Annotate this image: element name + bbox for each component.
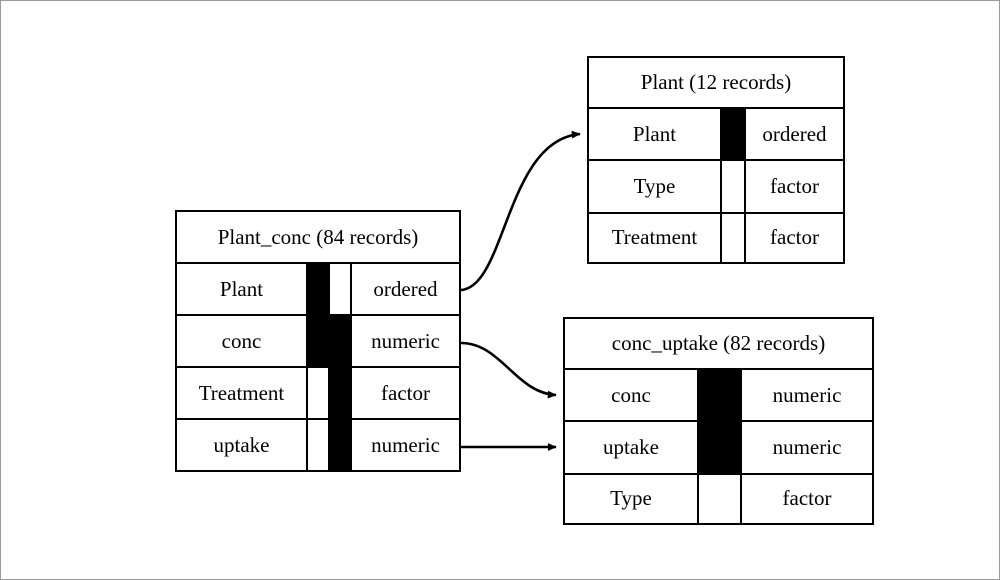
field-name: conc bbox=[221, 328, 262, 353]
key-segment-right bbox=[328, 420, 350, 470]
key-marker bbox=[306, 316, 350, 366]
key-marker bbox=[720, 109, 744, 160]
key-segment-left bbox=[306, 264, 328, 314]
field-type: numeric bbox=[740, 370, 872, 421]
key-marker bbox=[720, 161, 744, 212]
field-name: Plant bbox=[219, 276, 264, 301]
key-segment-right bbox=[328, 368, 350, 418]
key-segment-left bbox=[306, 316, 328, 366]
key-segment-left bbox=[720, 213, 744, 262]
key-segment-left bbox=[697, 422, 740, 473]
field-type: numeric bbox=[350, 420, 459, 470]
field-type: ordered bbox=[350, 264, 459, 314]
field-row-conc[interactable]: conc numeric bbox=[565, 370, 872, 423]
key-segment-left bbox=[697, 370, 740, 421]
key-segment-left bbox=[306, 420, 328, 470]
field-type: factor bbox=[744, 213, 843, 262]
entity-plant[interactable]: Plant (12 records) Plant ordered Type fa… bbox=[587, 56, 845, 264]
field-row-type[interactable]: Type factor bbox=[565, 474, 872, 523]
field-row-uptake[interactable]: uptake numeric bbox=[565, 422, 872, 475]
field-type: ordered bbox=[744, 109, 843, 160]
field-name: conc bbox=[611, 382, 651, 407]
field-row-type[interactable]: Type factor bbox=[589, 161, 843, 214]
key-marker bbox=[720, 213, 744, 262]
field-name: Type bbox=[610, 486, 652, 511]
field-row-plant[interactable]: Plant ordered bbox=[589, 109, 843, 162]
entity-title-conc-uptake: conc_uptake (82 records) bbox=[565, 319, 872, 371]
field-row-conc[interactable]: conc numeric bbox=[177, 316, 459, 368]
field-type: numeric bbox=[350, 316, 459, 366]
field-type: factor bbox=[740, 474, 872, 523]
entity-conc-uptake[interactable]: conc_uptake (82 records) conc numeric up… bbox=[563, 317, 874, 525]
key-segment-left bbox=[720, 161, 744, 212]
entity-plant-conc[interactable]: Plant_conc (84 records) Plant ordered co… bbox=[175, 210, 461, 472]
field-name: uptake bbox=[603, 435, 659, 460]
field-name: Type bbox=[633, 174, 676, 199]
entity-title-plant-conc: Plant_conc (84 records) bbox=[177, 212, 459, 264]
field-type: numeric bbox=[740, 422, 872, 473]
field-type: factor bbox=[744, 161, 843, 212]
entity-title-plant: Plant (12 records) bbox=[589, 58, 843, 110]
field-row-treatment[interactable]: Treatment factor bbox=[589, 213, 843, 262]
key-marker bbox=[697, 474, 740, 523]
key-marker bbox=[306, 264, 350, 314]
key-segment-right bbox=[328, 316, 350, 366]
key-segment-left bbox=[720, 109, 744, 160]
field-type: factor bbox=[350, 368, 459, 418]
link-plant-to-plant bbox=[460, 130, 581, 292]
key-marker bbox=[697, 370, 740, 421]
field-row-plant[interactable]: Plant ordered bbox=[177, 264, 459, 316]
key-marker bbox=[697, 422, 740, 473]
field-name: Plant bbox=[632, 121, 677, 146]
key-marker bbox=[306, 420, 350, 470]
key-marker bbox=[306, 368, 350, 418]
link-conc-to-conc bbox=[460, 341, 557, 399]
field-name: Treatment bbox=[198, 380, 285, 405]
key-segment-right bbox=[328, 264, 350, 314]
field-row-treatment[interactable]: Treatment factor bbox=[177, 368, 459, 420]
key-segment-left bbox=[306, 368, 328, 418]
field-name: Treatment bbox=[611, 225, 698, 250]
key-segment-left bbox=[697, 474, 740, 523]
field-row-uptake[interactable]: uptake numeric bbox=[177, 420, 459, 470]
field-name: uptake bbox=[213, 432, 270, 457]
